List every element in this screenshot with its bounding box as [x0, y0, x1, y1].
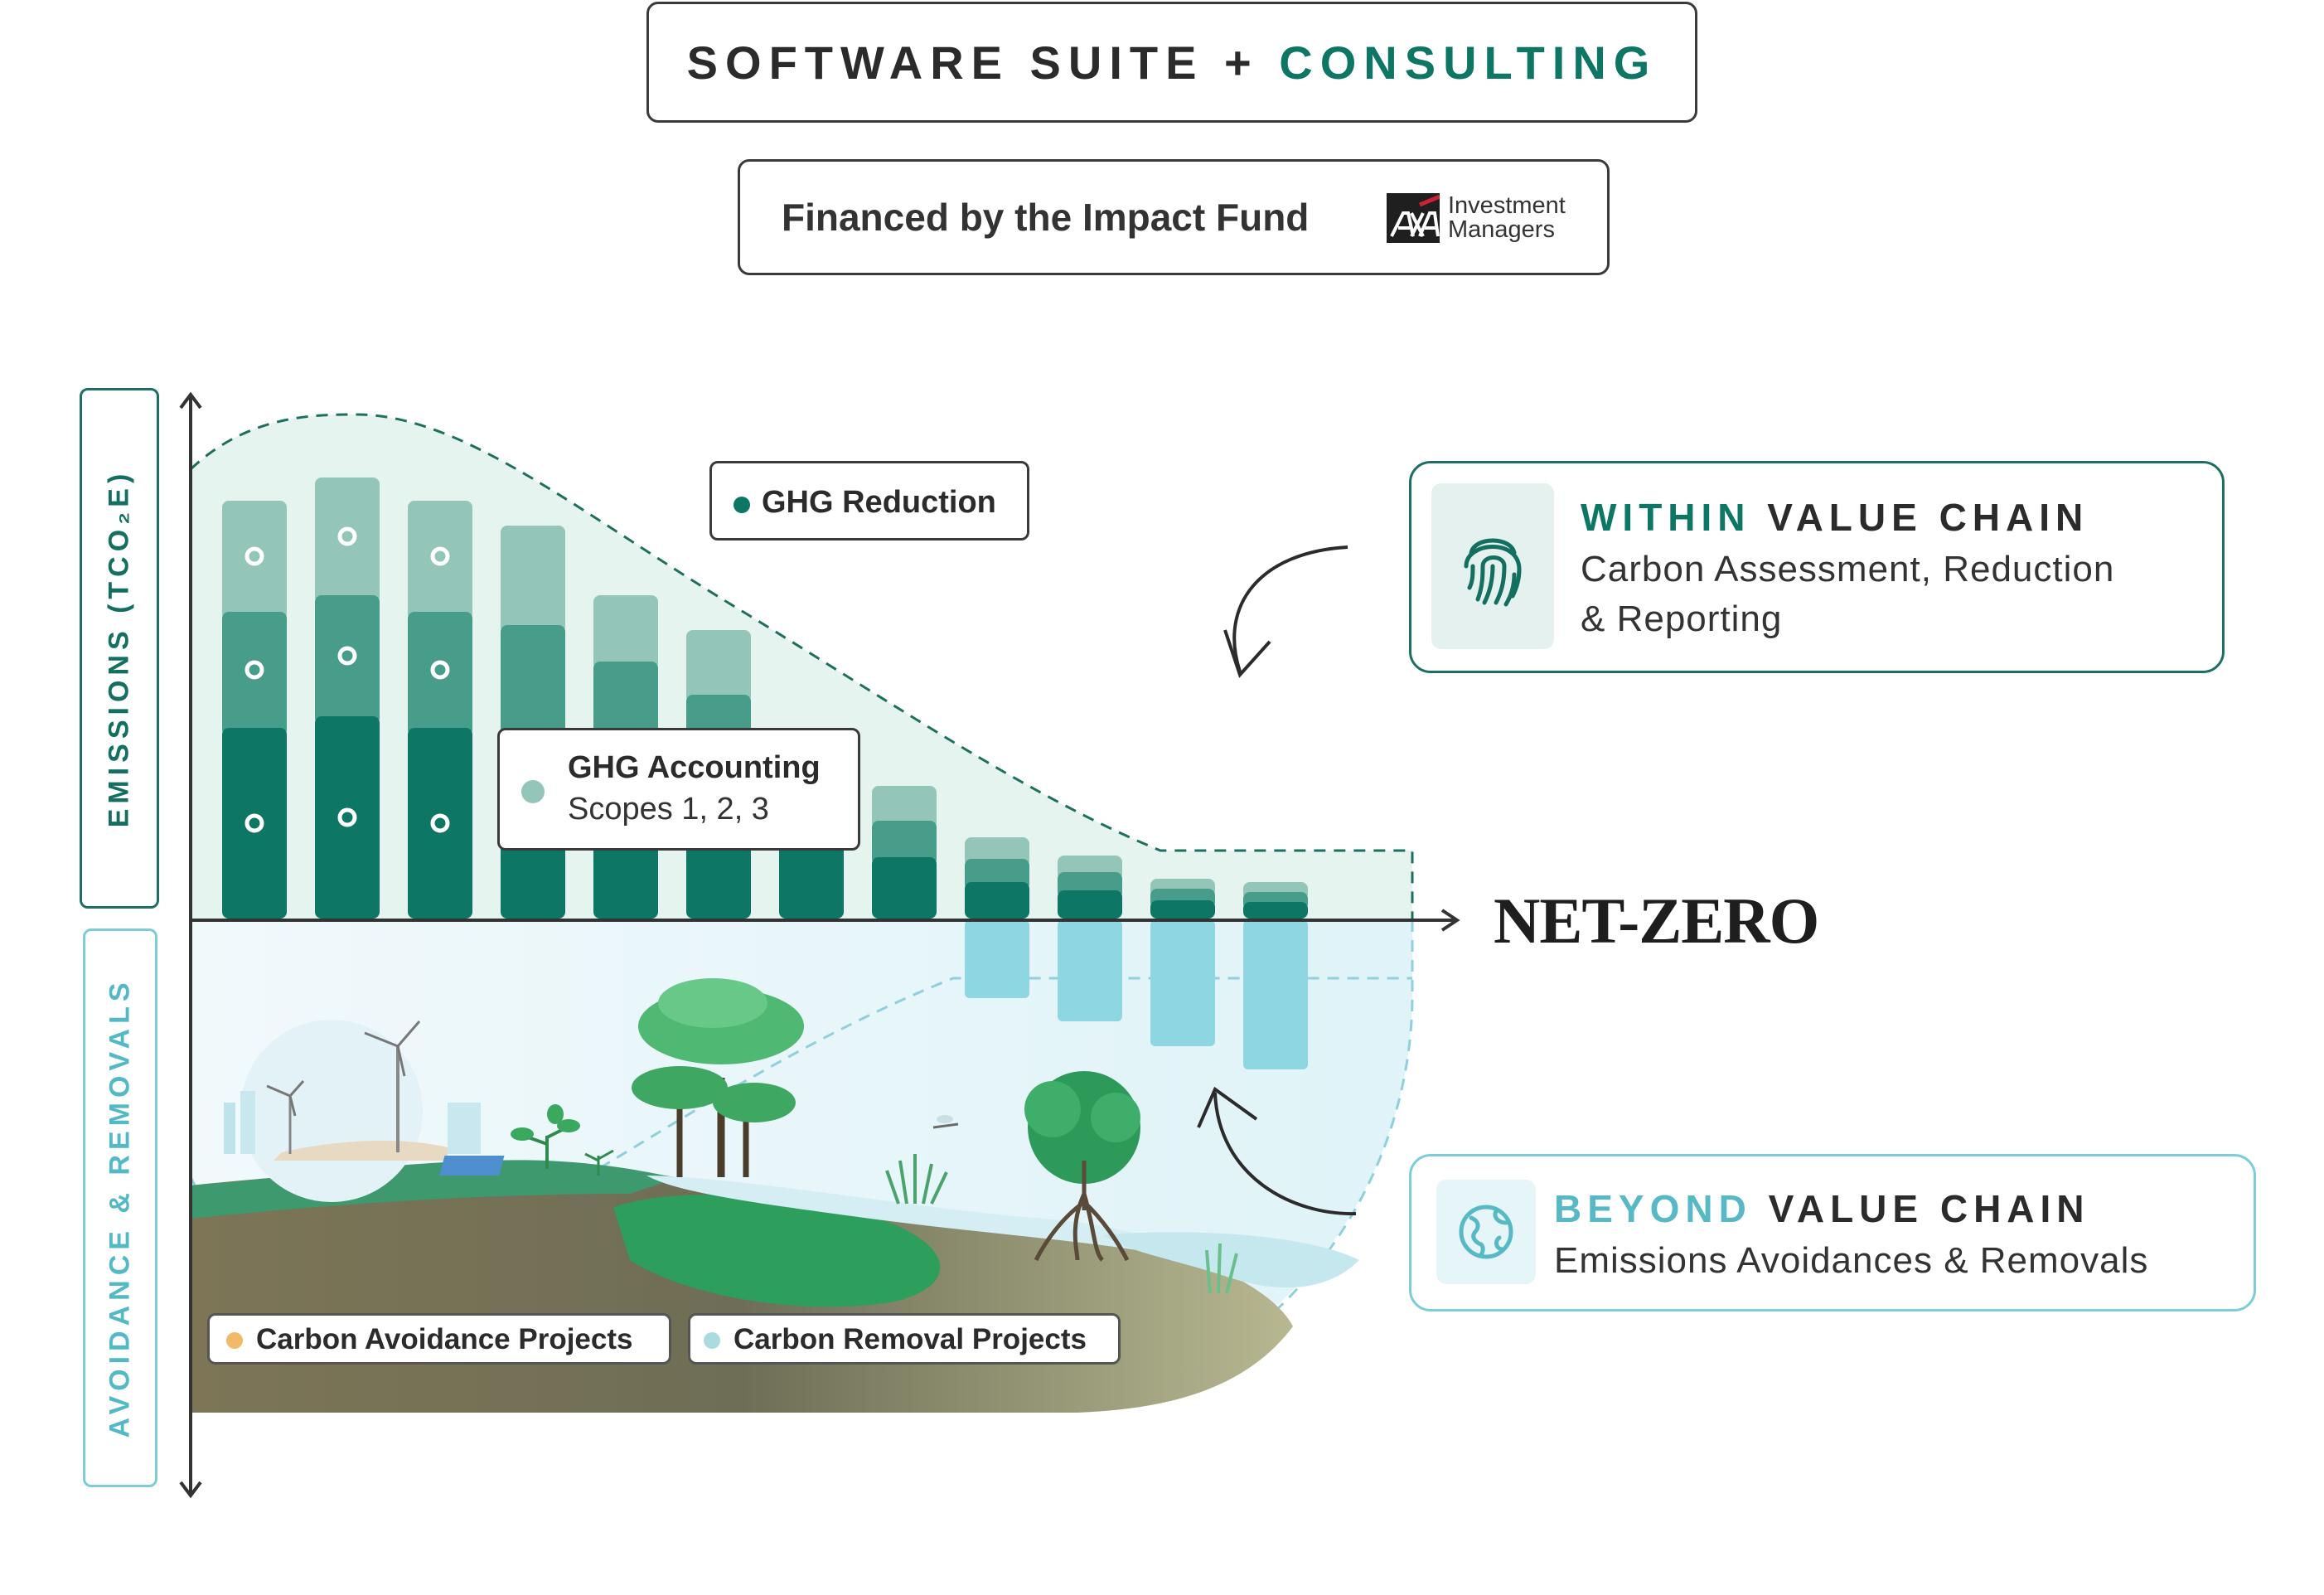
bar-2-mid — [315, 595, 380, 725]
bar-10-dark — [1058, 890, 1122, 919]
suite-banner: SOFTWARE SUITE + CONSULTING — [646, 2, 1697, 123]
bar-1-light — [222, 501, 287, 620]
bar-3-light — [408, 501, 472, 620]
removal-bars — [965, 920, 1308, 1069]
removal-bar-4 — [1243, 920, 1308, 1069]
bar-4-light — [501, 526, 565, 633]
bar-8-dark — [872, 857, 937, 919]
net-zero-label: NET-ZERO — [1494, 885, 1819, 957]
globe-icon — [1459, 1205, 1513, 1259]
bar-2-dark — [315, 716, 380, 919]
within-arrow-icon — [1232, 545, 1348, 672]
financed-banner: Financed by the Impact Fund Investment M… — [738, 159, 1610, 275]
axis-arrow-up-icon — [179, 391, 202, 410]
grass-patch — [613, 1195, 941, 1307]
beyond-subtitle: Emissions Avoidances & Removals — [1554, 1236, 2148, 1286]
beyond-line-1: Emissions Avoidances & Removals — [1554, 1240, 2149, 1281]
emissions-axis-pill — [80, 388, 159, 909]
logo-text: Investment Managers — [1448, 194, 1566, 242]
bar-1-marker-3 — [245, 546, 264, 566]
logo-line-2: Managers — [1448, 216, 1555, 243]
globe-tile — [1436, 1180, 1536, 1284]
removal-bar-1 — [965, 920, 1029, 998]
axis-arrow-down-icon — [179, 1481, 202, 1499]
within-subtitle: Carbon Assessment, Reduction & Reporting — [1581, 545, 2114, 644]
beyond-title: BEYOND VALUE CHAIN — [1554, 1186, 2090, 1231]
fingerprint-icon — [1464, 538, 1522, 607]
bar-2-marker-1 — [337, 807, 357, 827]
ghg-reduction-label: GHG Reduction — [762, 485, 996, 520]
bar-1-marker-2 — [245, 660, 264, 680]
ghg-accounting-dot — [521, 780, 545, 803]
bar-3-marker-3 — [430, 546, 450, 566]
bar-12-dark — [1243, 902, 1308, 919]
carbon-removal-label: Carbon Removal Projects — [734, 1323, 1087, 1355]
suite-title-accent: CONSULTING — [1279, 36, 1658, 89]
reeds-icon — [885, 1154, 948, 1205]
carbon-avoidance-tag: Carbon Avoidance Projects — [207, 1313, 671, 1365]
within-line-1: Carbon Assessment, Reduction — [1581, 549, 2115, 589]
bar-11-dark — [1150, 900, 1215, 919]
carbon-removal-tag: Carbon Removal Projects — [688, 1313, 1121, 1365]
axis-arrow-right-icon — [1440, 909, 1460, 932]
bar-1-marker-1 — [245, 813, 264, 833]
bar-8-light — [872, 786, 937, 829]
bar-3-marker-2 — [430, 660, 450, 680]
bar-2-marker-3 — [337, 526, 357, 546]
emissions-area — [191, 415, 1412, 919]
bar-9-dark — [965, 882, 1029, 919]
suite-title-main: SOFTWARE SUITE + — [686, 36, 1259, 89]
logo-line-1: Investment — [1448, 192, 1566, 219]
removal-bar-3 — [1150, 920, 1215, 1046]
emissions-curve — [189, 413, 1414, 919]
within-line-2: & Reporting — [1581, 599, 1783, 639]
bar-3-marker-1 — [430, 813, 450, 833]
ghg-reduction-tag: GHG Reduction — [709, 461, 1029, 541]
avoidance-axis-pill — [83, 928, 157, 1487]
bar-3-dark — [408, 728, 472, 919]
removal-bar-2 — [1058, 920, 1122, 1021]
carbon-avoidance-label: Carbon Avoidance Projects — [256, 1323, 633, 1355]
bar-4-mid — [501, 625, 565, 749]
within-rest: VALUE CHAIN — [1767, 496, 2089, 539]
bar-1-mid — [222, 612, 287, 736]
within-title: WITHIN VALUE CHAIN — [1581, 495, 2089, 540]
bar-6-light — [686, 630, 751, 703]
beyond-accent: BEYOND — [1554, 1187, 1752, 1230]
financed-text: Financed by the Impact Fund — [782, 196, 1310, 239]
bar-2-light — [315, 478, 380, 604]
axa-logo: Investment Managers — [1387, 193, 1566, 243]
bar-1-dark — [222, 728, 287, 919]
ghg-scopes-label: Scopes 1, 2, 3 — [568, 792, 769, 827]
fingerprint-tile — [1431, 483, 1554, 649]
ghg-accounting-tag: GHG Accounting Scopes 1, 2, 3 — [497, 728, 860, 851]
carbon-removal-dot — [704, 1332, 720, 1349]
bar-2-marker-2 — [337, 646, 357, 666]
bar-5-light — [593, 595, 658, 670]
bar-3-mid — [408, 612, 472, 736]
within-accent: WITHIN — [1581, 496, 1751, 539]
axa-logo-mark-icon — [1387, 193, 1440, 243]
bar-8-mid — [872, 821, 937, 865]
ghg-accounting-label: GHG Accounting — [568, 750, 821, 785]
ghg-reduction-dot — [734, 497, 750, 513]
within-value-chain-callout: WITHIN VALUE CHAIN Carbon Assessment, Re… — [1409, 461, 2225, 673]
beyond-rest: VALUE CHAIN — [1768, 1187, 2090, 1230]
dragonfly-icon — [932, 1122, 959, 1129]
beyond-value-chain-callout: BEYOND VALUE CHAIN Emissions Avoidances … — [1409, 1154, 2256, 1311]
beyond-arrow-icon — [1213, 1092, 1357, 1216]
carbon-avoidance-dot — [226, 1332, 243, 1349]
suite-title: SOFTWARE SUITE + CONSULTING — [687, 36, 1658, 90]
